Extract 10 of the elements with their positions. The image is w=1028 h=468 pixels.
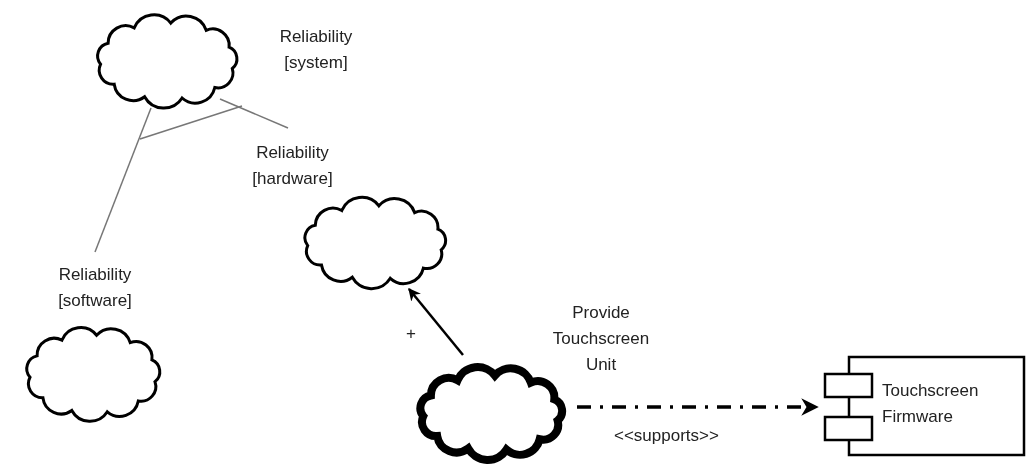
link-line <box>219 98 289 129</box>
node-label: Reliability [hardware] <box>251 142 334 190</box>
arrow <box>577 398 819 416</box>
node-label: Reliability [system] <box>278 26 354 74</box>
node-label: Reliability [software] <box>57 264 133 312</box>
arrow <box>408 288 464 356</box>
node-label: Provide Touchscreen Unit <box>551 302 651 376</box>
node-label: Touchscreen Firmware <box>882 380 980 428</box>
link-line <box>94 107 152 253</box>
component-box <box>824 356 1026 456</box>
